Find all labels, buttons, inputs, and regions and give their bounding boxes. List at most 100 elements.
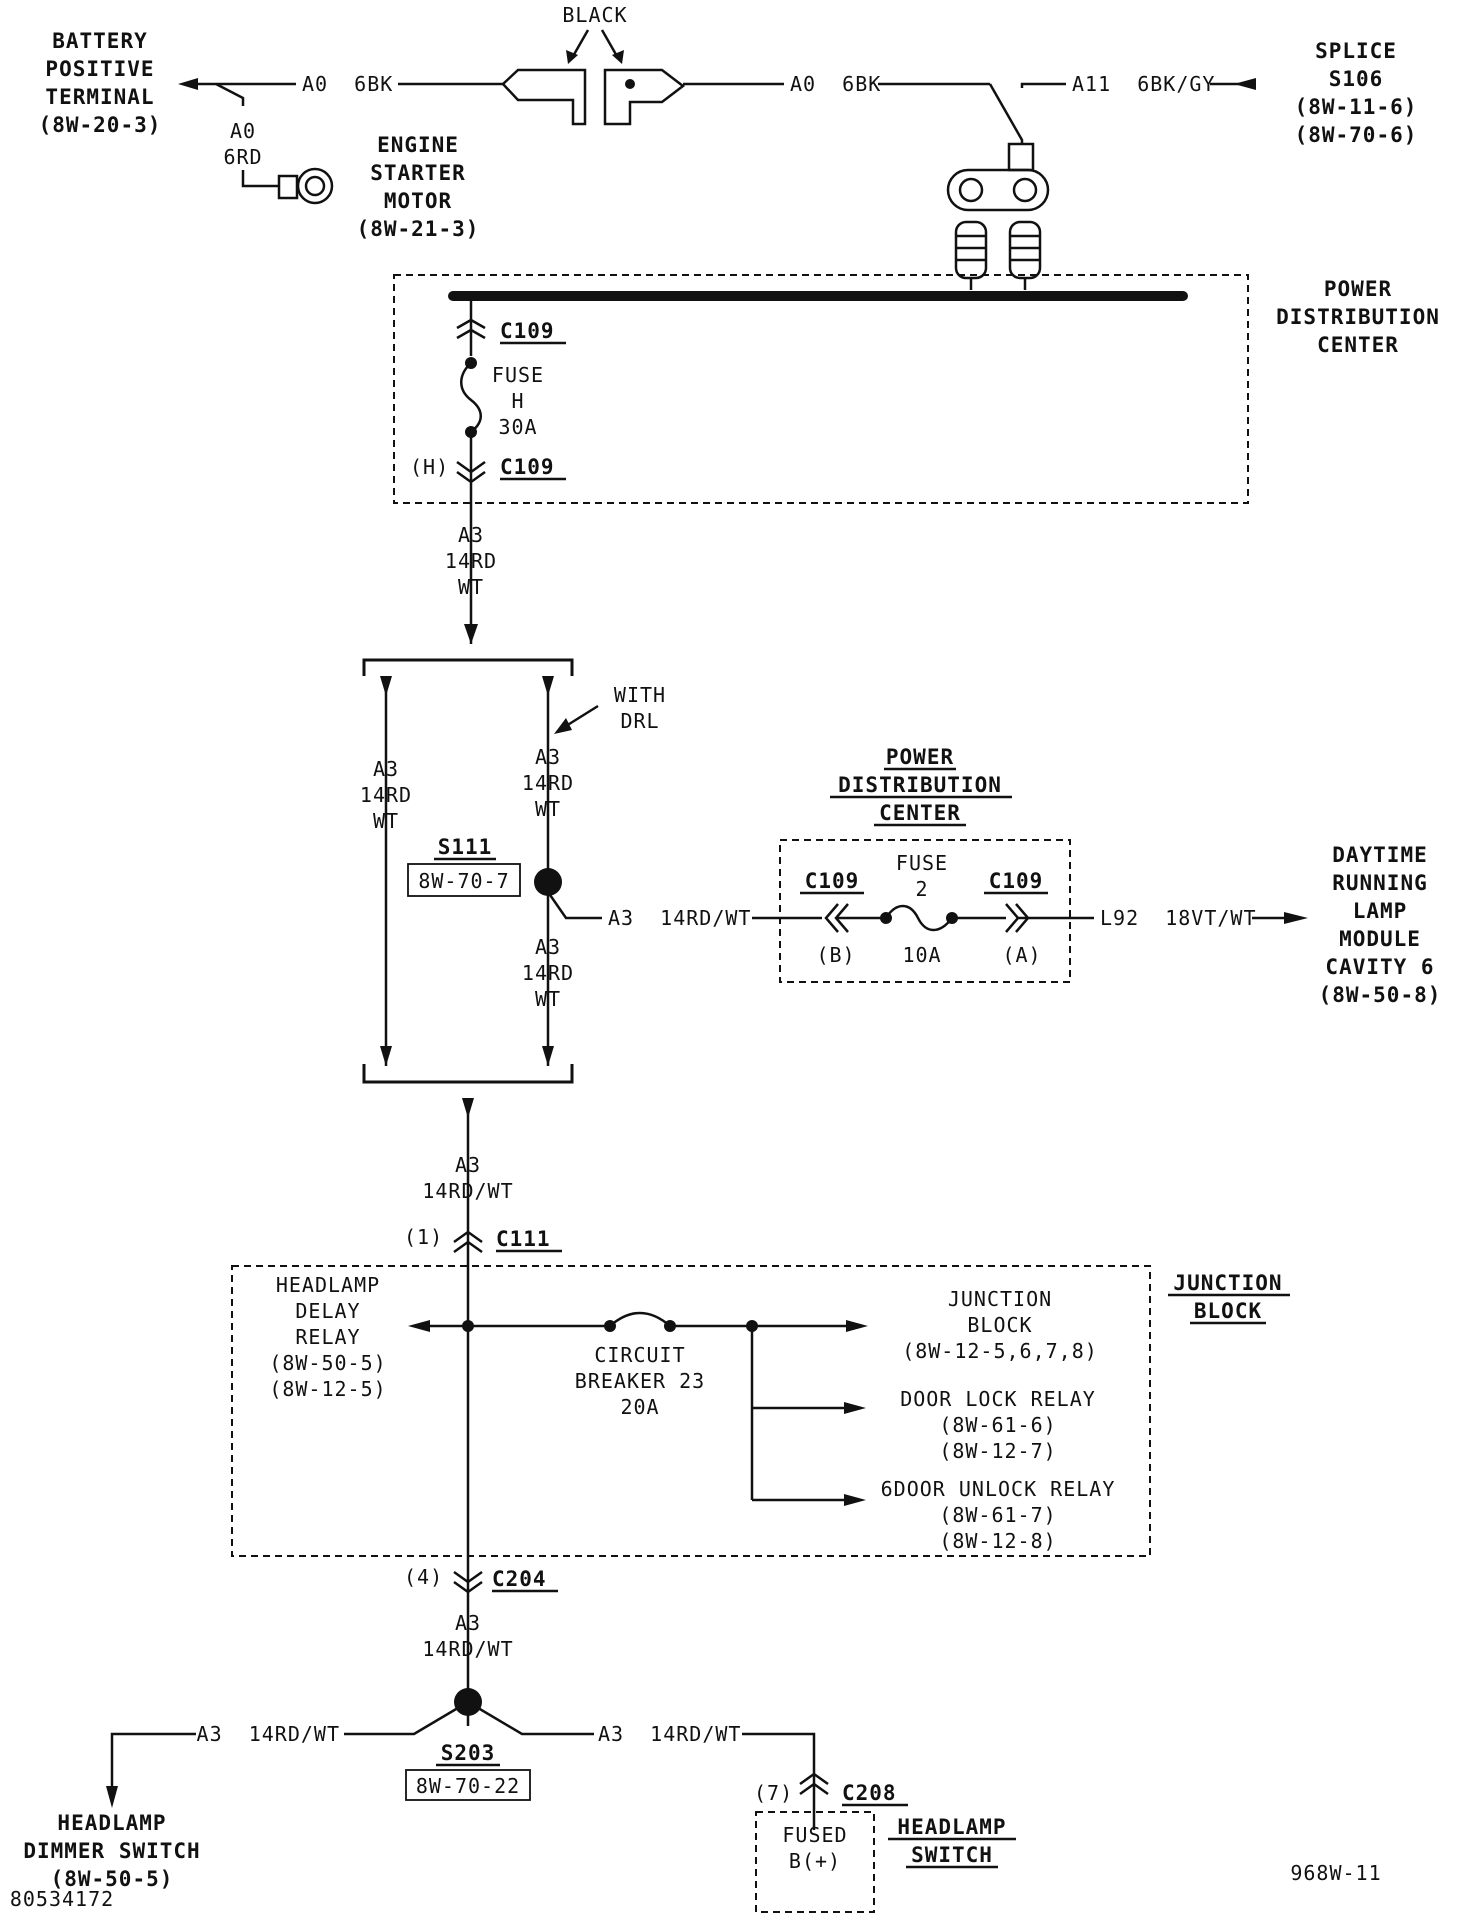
svg-text:WT: WT: [535, 987, 561, 1011]
wire-a3-drl-lower: A3 14RD WT: [522, 935, 574, 1011]
svg-text:S106: S106: [1329, 67, 1384, 91]
s111-splice-dot: [534, 868, 562, 896]
svg-text:TERMINAL: TERMINAL: [45, 85, 154, 109]
door-lock-relay: DOOR LOCK RELAY (8W-61-6) (8W-12-7): [900, 1387, 1095, 1463]
svg-text:MOTOR: MOTOR: [384, 189, 452, 213]
fuse-2: FUSE 2 C109 C109 10A (B) (A): [800, 851, 1048, 967]
door-unlock-relay: 6DOOR UNLOCK RELAY (8W-61-7) (8W-12-8): [881, 1477, 1116, 1553]
svg-text:ENGINE: ENGINE: [377, 133, 459, 157]
svg-text:C109: C109: [805, 869, 860, 893]
svg-text:(8W-50-5): (8W-50-5): [269, 1351, 386, 1375]
pdc-mid-box: [779, 839, 1071, 983]
svg-text:S111: S111: [438, 835, 493, 859]
svg-text:(8W-12-5): (8W-12-5): [269, 1377, 386, 1401]
svg-text:SWITCH: SWITCH: [911, 1843, 993, 1867]
svg-text:LAMP: LAMP: [1353, 899, 1408, 923]
svg-text:L92 18VT/WT: L92 18VT/WT: [1100, 906, 1257, 930]
svg-text:(8W-11-6): (8W-11-6): [1295, 95, 1418, 119]
svg-text:A3: A3: [458, 523, 484, 547]
svg-text:WT: WT: [458, 575, 484, 599]
svg-text:DISTRIBUTION: DISTRIBUTION: [838, 773, 1002, 797]
svg-text:MODULE: MODULE: [1339, 927, 1421, 951]
daytime-running-lamp-module: DAYTIME RUNNING LAMP MODULE CAVITY 6 (8W…: [1319, 843, 1442, 1007]
svg-text:A3: A3: [535, 935, 561, 959]
svg-text:A0: A0: [230, 119, 256, 143]
wire-a3-lower: A3 14RD/WT: [422, 1611, 513, 1661]
svg-text:(8W-50-5): (8W-50-5): [51, 1867, 174, 1891]
svg-text:POSITIVE: POSITIVE: [45, 57, 154, 81]
svg-text:FUSE: FUSE: [492, 363, 544, 387]
c111: C111: [496, 1227, 551, 1251]
c208: C208: [842, 1781, 897, 1805]
svg-text:14RD: 14RD: [360, 783, 412, 807]
svg-text:DIMMER SWITCH: DIMMER SWITCH: [23, 1839, 200, 1863]
black-label: BLACK: [562, 3, 627, 27]
svg-text:(8W-12-8): (8W-12-8): [939, 1529, 1056, 1553]
svg-text:(4): (4): [404, 1565, 443, 1589]
headlamp-dimmer-switch: HEADLAMP DIMMER SWITCH (8W-50-5): [23, 1811, 200, 1891]
c204: C204: [492, 1567, 547, 1591]
s203: S203 8W-70-22: [405, 1741, 531, 1801]
svg-text:DISTRIBUTION: DISTRIBUTION: [1276, 305, 1440, 329]
pdc-top-label: POWER DISTRIBUTION CENTER: [1276, 277, 1440, 357]
svg-text:DELAY: DELAY: [295, 1299, 360, 1323]
svg-text:(8W-61-6): (8W-61-6): [939, 1413, 1056, 1437]
svg-text:DRL: DRL: [620, 709, 659, 733]
svg-text:14RD/WT: 14RD/WT: [422, 1637, 513, 1661]
svg-text:JUNCTION: JUNCTION: [1173, 1271, 1282, 1295]
svg-text:14RD/WT: 14RD/WT: [422, 1179, 513, 1203]
wire-a3-top: A3 14RD WT: [445, 523, 496, 599]
figure-code: 968W-11: [1290, 1861, 1381, 1885]
pdc-mid-label: POWER DISTRIBUTION CENTER: [830, 745, 1012, 827]
fused-b-plus: FUSED B(+): [782, 1823, 847, 1873]
svg-text:STARTER: STARTER: [370, 161, 466, 185]
c109-top-upper: C109: [500, 319, 555, 343]
svg-text:CENTER: CENTER: [1317, 333, 1399, 357]
svg-text:BLOCK: BLOCK: [967, 1313, 1032, 1337]
junction-block-box: [231, 1265, 1151, 1557]
svg-text:CIRCUIT: CIRCUIT: [594, 1343, 685, 1367]
wire-a3-left: A3 14RD WT: [360, 757, 412, 833]
splice-s106: SPLICE S106 (8W-11-6) (8W-70-6): [1295, 39, 1418, 147]
svg-text:A3 14RD/WT: A3 14RD/WT: [598, 1722, 741, 1746]
fuse-h: FUSE H 30A: [492, 363, 544, 439]
svg-text:B(+): B(+): [789, 1849, 841, 1873]
engine-starter-motor: ENGINE STARTER MOTOR (8W-21-3): [357, 133, 480, 241]
svg-text:A3: A3: [535, 745, 561, 769]
svg-text:S203: S203: [441, 1741, 496, 1765]
with-drl-label: WITH DRL: [614, 683, 666, 733]
wire-a0-6rd: A0 6RD: [223, 119, 261, 169]
circuit-breaker-23: CIRCUIT BREAKER 23 20A: [575, 1343, 705, 1419]
stud-icon: [954, 220, 1042, 280]
svg-text:FUSED: FUSED: [782, 1823, 847, 1847]
svg-text:(8W-70-6): (8W-70-6): [1295, 123, 1418, 147]
svg-text:POWER: POWER: [1324, 277, 1392, 301]
svg-text:A3: A3: [455, 1153, 481, 1177]
svg-text:RELAY: RELAY: [295, 1325, 360, 1349]
svg-text:A11 6BK/GY: A11 6BK/GY: [1072, 72, 1215, 96]
svg-text:H: H: [511, 389, 524, 413]
battery-arrow: [178, 78, 198, 90]
part-number: 80534172: [10, 1887, 114, 1911]
svg-text:HEADLAMP: HEADLAMP: [57, 1811, 166, 1835]
svg-text:A3 14RD/WT: A3 14RD/WT: [608, 906, 751, 930]
starter-terminal-icon: [277, 167, 334, 205]
svg-text:14RD: 14RD: [522, 961, 574, 985]
svg-text:(8W-21-3): (8W-21-3): [357, 217, 480, 241]
svg-text:2: 2: [915, 877, 928, 901]
svg-text:(H): (H): [410, 455, 449, 479]
c109-top-lower: C109: [500, 455, 555, 479]
svg-text:6DOOR UNLOCK RELAY: 6DOOR UNLOCK RELAY: [881, 1477, 1116, 1501]
svg-text:DAYTIME: DAYTIME: [1332, 843, 1428, 867]
svg-text:BREAKER 23: BREAKER 23: [575, 1369, 705, 1393]
svg-text:HEADLAMP: HEADLAMP: [897, 1815, 1006, 1839]
svg-text:WITH: WITH: [614, 683, 666, 707]
svg-text:30A: 30A: [498, 415, 537, 439]
junction-block-destination: JUNCTION BLOCK (8W-12-5,6,7,8): [902, 1287, 1098, 1363]
svg-text:20A: 20A: [620, 1395, 659, 1419]
svg-text:(8W-12-5,6,7,8): (8W-12-5,6,7,8): [902, 1339, 1098, 1363]
svg-text:(8W-50-8): (8W-50-8): [1319, 983, 1442, 1007]
svg-text:HEADLAMP: HEADLAMP: [276, 1273, 380, 1297]
svg-text:SPLICE: SPLICE: [1315, 39, 1397, 63]
